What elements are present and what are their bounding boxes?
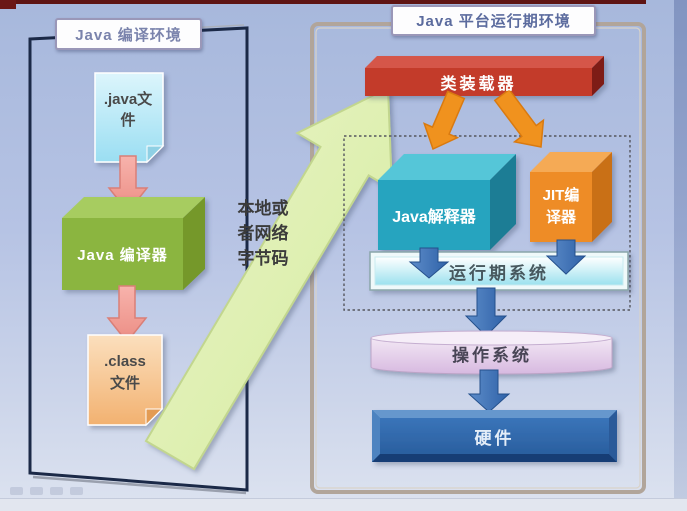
compiler-to-class-arrow [106,285,148,344]
os-to-hardware-arrow [467,369,511,413]
interpreter-box [378,154,516,250]
class-loader-bar [365,56,604,96]
jit-compiler-box [530,152,612,242]
top-edge-strip [0,0,646,4]
hardware-bar [372,410,617,462]
right-panel-title: Java 平台运行期环境 [391,5,596,36]
java-file-note [94,72,165,164]
left-panel-title: Java 编译环境 [55,18,202,50]
loader-to-interpreter-arrow [422,90,466,151]
jit-to-runtime-arrow [545,239,587,275]
interpreter-to-runtime-arrow [408,247,450,279]
right-edge-band [674,0,687,511]
class-file-note [87,334,164,427]
bytecode-transfer-arrow [144,86,393,471]
faded-toolbar-icons [10,487,83,495]
os-cylinder [370,330,613,375]
runtime-system-bar [369,251,629,291]
top-left-corner-mark [0,0,16,9]
bottom-edge-band [0,498,687,511]
compiler-box [62,197,205,290]
loader-to-jit-arrow [493,88,545,148]
runtime-to-os-arrow [464,287,508,337]
